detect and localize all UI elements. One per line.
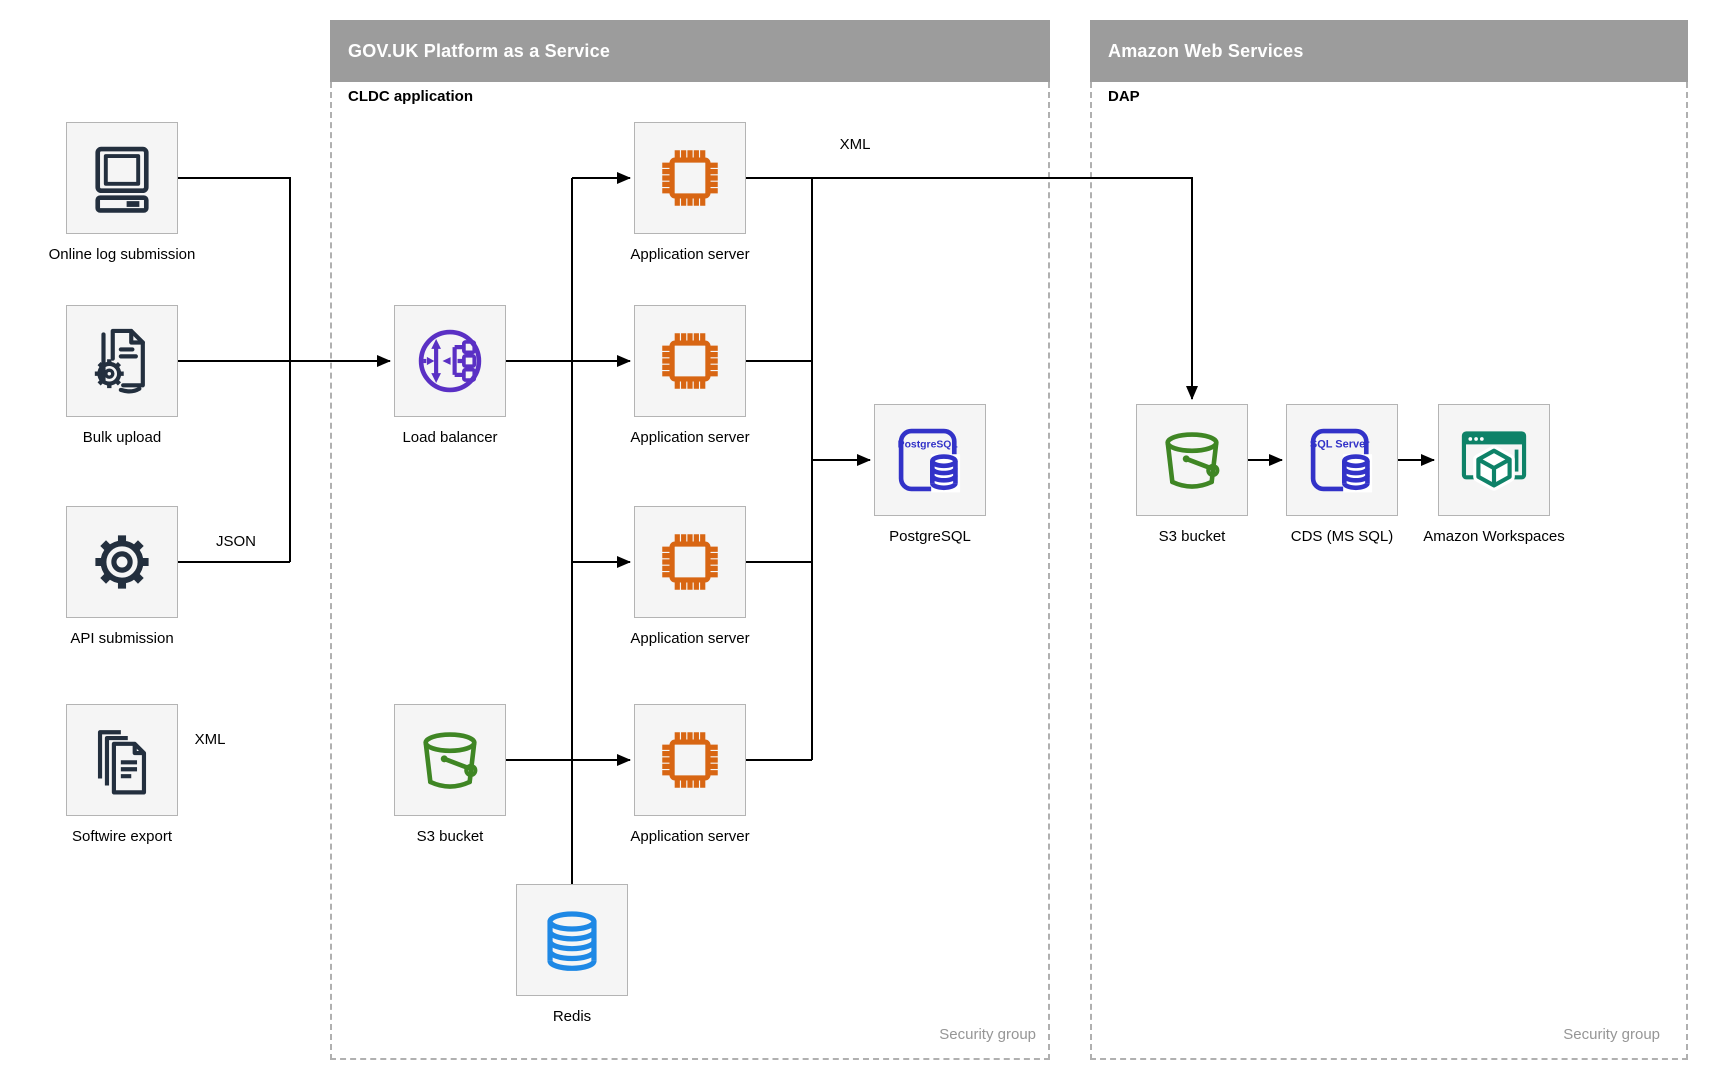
- aws-sublabel: DAP: [1108, 88, 1140, 105]
- aws-header: Amazon Web Services: [1090, 20, 1688, 82]
- node-label: Application server: [630, 429, 750, 446]
- node-softwire-export: Softwire export: [66, 704, 178, 845]
- workspaces-icon: [1461, 431, 1527, 491]
- node-application-server-4: Application server: [630, 704, 750, 845]
- sql-server-icon-text: SQL Server: [1310, 438, 1370, 450]
- node-label: API submission: [70, 630, 174, 647]
- chip-icon: [662, 150, 718, 206]
- node-s3-bucket-aws: S3 bucket: [1136, 404, 1248, 545]
- gear-icon: [95, 535, 149, 589]
- postgresql-icon-text: PostgreSQL: [898, 439, 959, 450]
- computer-icon: [95, 146, 149, 213]
- edge-label-json: JSON: [215, 533, 256, 550]
- document-gear-icon: [94, 328, 145, 394]
- connector-online-log-merge: [178, 177, 291, 562]
- aws-security-group-boundary: [1090, 82, 1688, 1060]
- node-label: Bulk upload: [82, 429, 162, 446]
- paas-security-group-boundary: [330, 82, 1050, 1060]
- sql-server-icon: SQL Server: [1310, 428, 1373, 493]
- connector-xml-to-aws-s3: [746, 177, 1198, 400]
- node-application-server-3: Application server: [630, 506, 750, 647]
- node-label: S3 bucket: [416, 828, 484, 845]
- paas-header: GOV.UK Platform as a Service: [330, 20, 1050, 82]
- database-icon: [547, 911, 597, 971]
- paas-title: GOV.UK Platform as a Service: [348, 40, 611, 61]
- node-label: Load balancer: [402, 429, 498, 446]
- edge-label-xml-softwire: XML: [194, 731, 226, 748]
- node-label: Redis: [552, 1008, 592, 1025]
- node-label: Application server: [630, 246, 750, 263]
- edge-label-xml-app: XML: [839, 136, 871, 153]
- node-label: Softwire export: [71, 828, 173, 845]
- aws-title: Amazon Web Services: [1108, 40, 1304, 61]
- bucket-icon: [1165, 432, 1220, 489]
- node-label: Application server: [630, 630, 750, 647]
- node-bulk-upload: Bulk upload: [66, 305, 178, 446]
- node-s3-bucket-paas: S3 bucket: [394, 704, 506, 845]
- node-postgresql: PostgreSQL PostgreSQL: [874, 404, 986, 545]
- node-label: PostgreSQL: [889, 528, 971, 545]
- node-label: Amazon Workspaces: [1423, 528, 1565, 545]
- paas-sublabel: CLDC application: [348, 88, 474, 105]
- node-application-server-1: Application server: [630, 122, 750, 263]
- node-label: Online log submission: [48, 246, 196, 263]
- node-label: Application server: [630, 828, 750, 845]
- documents-stack-icon: [97, 730, 147, 795]
- node-label: CDS (MS SQL): [1290, 528, 1394, 545]
- chip-icon: [662, 333, 718, 389]
- node-online-log-submission: Online log submission: [49, 122, 195, 263]
- chip-icon: [662, 534, 718, 590]
- postgresql-icon: PostgreSQL: [898, 428, 961, 493]
- node-cds-ms-sql: SQL Server CDS (MS SQL): [1286, 404, 1398, 545]
- node-amazon-workspaces: Amazon Workspaces: [1423, 404, 1565, 545]
- node-redis: Redis: [516, 884, 628, 1025]
- node-label: S3 bucket: [1158, 528, 1226, 545]
- node-api-submission: API submission: [66, 506, 178, 647]
- chip-icon: [662, 732, 718, 788]
- paas-security-group-label: Security group: [939, 1026, 1036, 1043]
- load-balancer-icon: [418, 329, 482, 393]
- bucket-icon: [423, 732, 478, 789]
- node-application-server-2: Application server: [630, 305, 750, 446]
- node-load-balancer: Load balancer: [394, 305, 506, 446]
- aws-security-group-label: Security group: [1563, 1026, 1660, 1043]
